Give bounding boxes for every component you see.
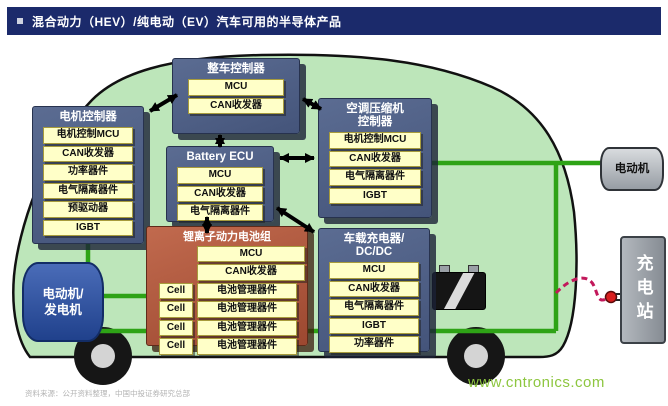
wheel-rear	[447, 327, 505, 385]
box-battery-pack: 锂离子动力电池组 MCU CAN收发器 Cell 电池管理器件 Cell 电池管…	[146, 226, 308, 355]
page-title: 混合动力（HEV）/纯电动（EV）汽车可用的半导体产品	[32, 14, 342, 29]
electric-motor-cylinder: 电动机	[600, 147, 664, 191]
chip-cell: Cell	[159, 282, 193, 300]
chip-power-device: 功率器件	[43, 164, 133, 181]
chip-motor-control-mcu: 电机控制MCU	[43, 127, 133, 144]
box-title: 车载充电器/ DC/DC	[323, 233, 425, 259]
chip-battery-management: 电池管理器件	[197, 338, 297, 355]
box-title-line1: 空调压缩机	[346, 103, 404, 115]
watermark: www.cntronics.com	[468, 374, 605, 391]
header-bullet-icon	[17, 18, 23, 24]
chip-igbt: IGBT	[43, 219, 133, 237]
chip-isolation-device: 电气隔离器件	[43, 182, 133, 200]
chip-can-transceiver: CAN收发器	[176, 185, 264, 203]
box-ac-compressor-controller: 空调压缩机 控制器 电机控制MCU CAN收发器 电气隔离器件 IGBT	[318, 98, 432, 218]
cell-row: Cell 电池管理器件	[159, 301, 297, 318]
chip-mcu: MCU	[329, 262, 419, 279]
box-title: 空调压缩机 控制器	[323, 103, 427, 129]
chip-cell: Cell	[159, 301, 193, 318]
charging-station-label: 充电站	[633, 254, 653, 326]
chip-pre-driver: 预驱动器	[43, 201, 133, 218]
box-title: Battery ECU	[186, 151, 254, 163]
box-title: 锂离子动力电池组	[183, 231, 271, 243]
box-battery-ecu: Battery ECU MCU CAN收发器 电气隔离器件	[166, 146, 274, 222]
source-note: 资料来源：公开资料整理，中国中投证券研究总部	[25, 389, 190, 398]
cell-row: Cell 电池管理器件	[159, 338, 297, 355]
charging-station: 充电站	[620, 236, 666, 344]
box-title: 电机控制器	[59, 111, 117, 123]
box-onboard-charger-dcdc: 车载充电器/ DC/DC MCU CAN收发器 电气隔离器件 IGBT 功率器件	[318, 228, 430, 353]
chip-cell: Cell	[159, 338, 193, 355]
chip-battery-management: 电池管理器件	[197, 319, 297, 337]
cell-row: Cell 电池管理器件	[159, 319, 297, 337]
chip-isolation-device: 电气隔离器件	[329, 299, 419, 316]
box-vehicle-controller: 整车控制器 MCU CAN收发器	[172, 58, 300, 134]
chip-can-transceiver: CAN收发器	[329, 280, 419, 298]
box-title-line1: 车载充电器/	[343, 233, 405, 245]
chip-can-transceiver: CAN收发器	[188, 97, 284, 115]
header-bar: 混合动力（HEV）/纯电动（EV）汽车可用的半导体产品	[7, 7, 661, 35]
box-title-line2: DC/DC	[355, 246, 393, 259]
chip-cell: Cell	[159, 319, 193, 337]
aux-battery-icon	[432, 272, 486, 310]
chip-can-transceiver: CAN收发器	[43, 145, 133, 163]
motor-generator-label-line1: 电动机/	[42, 287, 84, 301]
chip-mcu: MCU	[197, 245, 305, 263]
chip-mcu: MCU	[188, 79, 284, 96]
chip-igbt: IGBT	[329, 317, 419, 335]
box-title: 整车控制器	[207, 63, 265, 75]
chip-mcu: MCU	[176, 167, 264, 184]
battery-stripe-decoration	[437, 273, 475, 309]
box-motor-controller: 电机控制器 电机控制MCU CAN收发器 功率器件 电气隔离器件 预驱动器 IG…	[32, 106, 144, 244]
motor-generator-label-line2: 发电机	[44, 303, 82, 318]
chip-igbt: IGBT	[329, 187, 421, 205]
chip-isolation-device: 电气隔离器件	[329, 169, 421, 186]
chip-power-device: 功率器件	[329, 336, 419, 353]
chip-can-transceiver: CAN收发器	[329, 150, 421, 168]
cell-row: Cell 电池管理器件	[159, 282, 297, 300]
box-title-line2: 控制器	[357, 116, 393, 129]
chip-motor-control-mcu: 电机控制MCU	[329, 132, 421, 149]
chip-isolation-device: 电气隔离器件	[176, 204, 264, 221]
chip-battery-management: 电池管理器件	[197, 301, 297, 318]
charging-cable	[554, 276, 607, 302]
chip-battery-management: 电池管理器件	[197, 282, 297, 300]
motor-generator-cylinder: 电动机/ 发电机	[22, 262, 104, 342]
charging-plug-icon	[604, 290, 618, 304]
chip-can-transceiver: CAN收发器	[197, 264, 305, 281]
